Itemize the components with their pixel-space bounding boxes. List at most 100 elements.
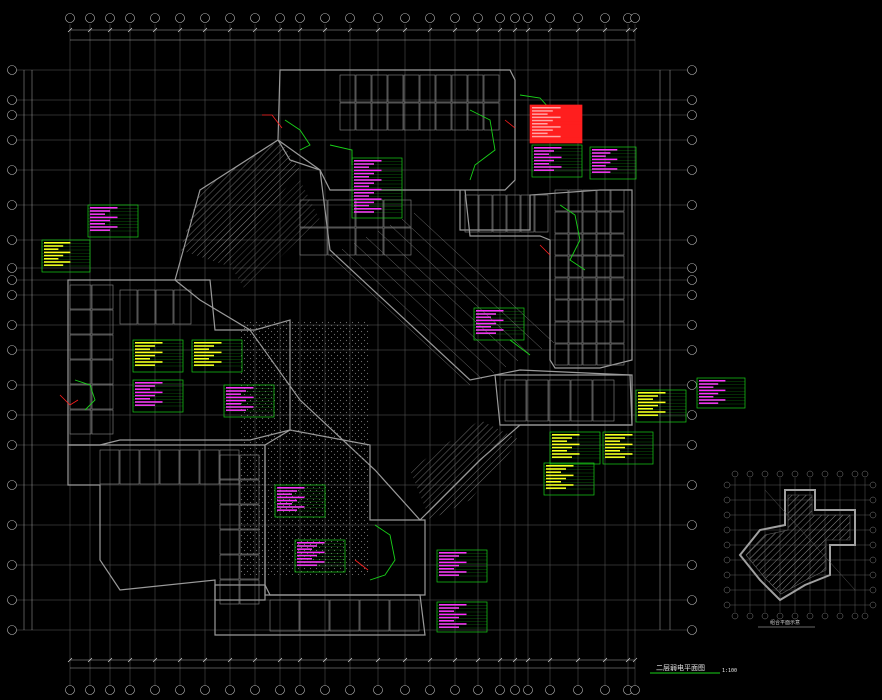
annotation-text-bar xyxy=(699,402,719,404)
grid-bubble-right xyxy=(687,480,697,490)
annotation-text-bar xyxy=(605,453,633,455)
key-grid-bubble xyxy=(761,470,769,478)
grid-bubble-left xyxy=(7,263,17,273)
key-grid-bubble xyxy=(851,470,859,478)
annotation-text-bar xyxy=(135,348,150,350)
grid-bubble-top xyxy=(450,13,460,23)
annotation-text-bar xyxy=(532,129,553,131)
east-annex-outline xyxy=(494,374,633,426)
dimension-tick xyxy=(347,27,353,33)
room-cell xyxy=(568,299,583,322)
grid-bubble-left xyxy=(7,480,17,490)
dimension-tick xyxy=(347,657,353,663)
annotation-text-bar xyxy=(135,388,150,390)
room-cell xyxy=(179,449,200,485)
grid-bubble-bottom xyxy=(473,685,483,695)
annotation-text-bar xyxy=(135,385,155,387)
annotation-text-bar xyxy=(439,604,467,606)
dimension-tick xyxy=(575,27,581,33)
grid-bubble-top xyxy=(600,13,610,23)
annotation-box xyxy=(635,389,687,423)
grid-bubble-bottom xyxy=(523,685,533,695)
room-cell xyxy=(582,343,597,366)
room-cell xyxy=(371,74,388,103)
annotation-box xyxy=(602,431,654,465)
annotation-text-bar xyxy=(135,351,163,354)
annotation-text-bar xyxy=(354,201,374,204)
annotation-text-bar xyxy=(532,135,561,138)
room-cell xyxy=(69,334,92,360)
room-cell xyxy=(483,74,500,103)
key-grid-bubble xyxy=(723,541,731,549)
grid-bubble-left xyxy=(7,235,17,245)
annotation-text-bar xyxy=(439,623,467,625)
room-cell xyxy=(596,189,611,212)
grid-bubble-left xyxy=(7,520,17,530)
grid-bubble-top xyxy=(150,13,160,23)
room-cell xyxy=(239,529,260,555)
corridor-line xyxy=(401,218,543,350)
annotation-text-bar xyxy=(226,406,254,408)
annotation-frame xyxy=(223,384,275,418)
room-cell xyxy=(239,479,260,505)
room-cell xyxy=(534,194,549,233)
annotation-text-bar xyxy=(90,229,110,231)
annotation-text-bar xyxy=(135,401,163,403)
annotation-text-bar xyxy=(44,242,71,244)
annotation-text-bar xyxy=(532,123,548,125)
dimension-tick xyxy=(512,657,518,663)
room-cell xyxy=(610,233,625,256)
corridor-line xyxy=(389,224,531,356)
courtyard-hatch xyxy=(240,320,370,575)
key-grid-bubble xyxy=(776,470,784,478)
dimension-tick xyxy=(525,27,531,33)
dimension-tick xyxy=(547,27,553,33)
dimension-tick xyxy=(497,27,503,33)
annotation-text-bar xyxy=(44,261,71,263)
dimension-tick xyxy=(277,27,283,33)
dimension-tick xyxy=(512,27,518,33)
grid-bubble-bottom xyxy=(600,685,610,695)
room-cell xyxy=(582,233,597,256)
key-grid-bubble xyxy=(723,586,731,594)
room-cell xyxy=(199,449,220,485)
room-cell xyxy=(610,211,625,234)
dimension-tick xyxy=(375,657,381,663)
room-cell xyxy=(467,74,484,103)
grid-bubble-right xyxy=(687,380,697,390)
annotation-frame xyxy=(351,157,403,219)
annotation-text-bar xyxy=(277,493,292,495)
room-cell xyxy=(492,194,507,233)
grid-bubble-right xyxy=(687,65,697,75)
grid-bubble-bottom xyxy=(400,685,410,695)
annotation-text-bar xyxy=(605,450,620,452)
key-grid-bubble xyxy=(851,612,859,620)
room-cell xyxy=(568,321,583,344)
room-cell xyxy=(91,384,114,410)
grid-bubble-right xyxy=(687,235,697,245)
annotation-text-bar xyxy=(532,132,548,135)
dimension-tick xyxy=(322,657,328,663)
grid-bubble-bottom xyxy=(125,685,135,695)
room-cell xyxy=(568,343,583,366)
grid-bubble-top xyxy=(630,13,640,23)
room-cell xyxy=(568,211,583,234)
diagonal-hatch-zones xyxy=(180,140,520,520)
dimension-tick xyxy=(322,27,328,33)
grid-bubble-left xyxy=(7,65,17,75)
key-grid-bubble xyxy=(723,601,731,609)
annotation-text-bar xyxy=(194,354,214,357)
annotation-text-bar xyxy=(546,477,566,480)
room-cell xyxy=(435,102,452,131)
annotation-text-bar xyxy=(135,404,155,406)
grid-bubble-bottom xyxy=(373,685,383,695)
grid-bubble-top xyxy=(65,13,75,23)
key-grid-bubble xyxy=(791,612,799,620)
room-cell xyxy=(596,321,611,344)
room-cell xyxy=(610,189,625,212)
annotation-box xyxy=(132,379,184,413)
room-cell xyxy=(568,189,583,212)
key-plan: 组合平面示意 xyxy=(723,470,877,628)
grid-bubble-top xyxy=(175,13,185,23)
